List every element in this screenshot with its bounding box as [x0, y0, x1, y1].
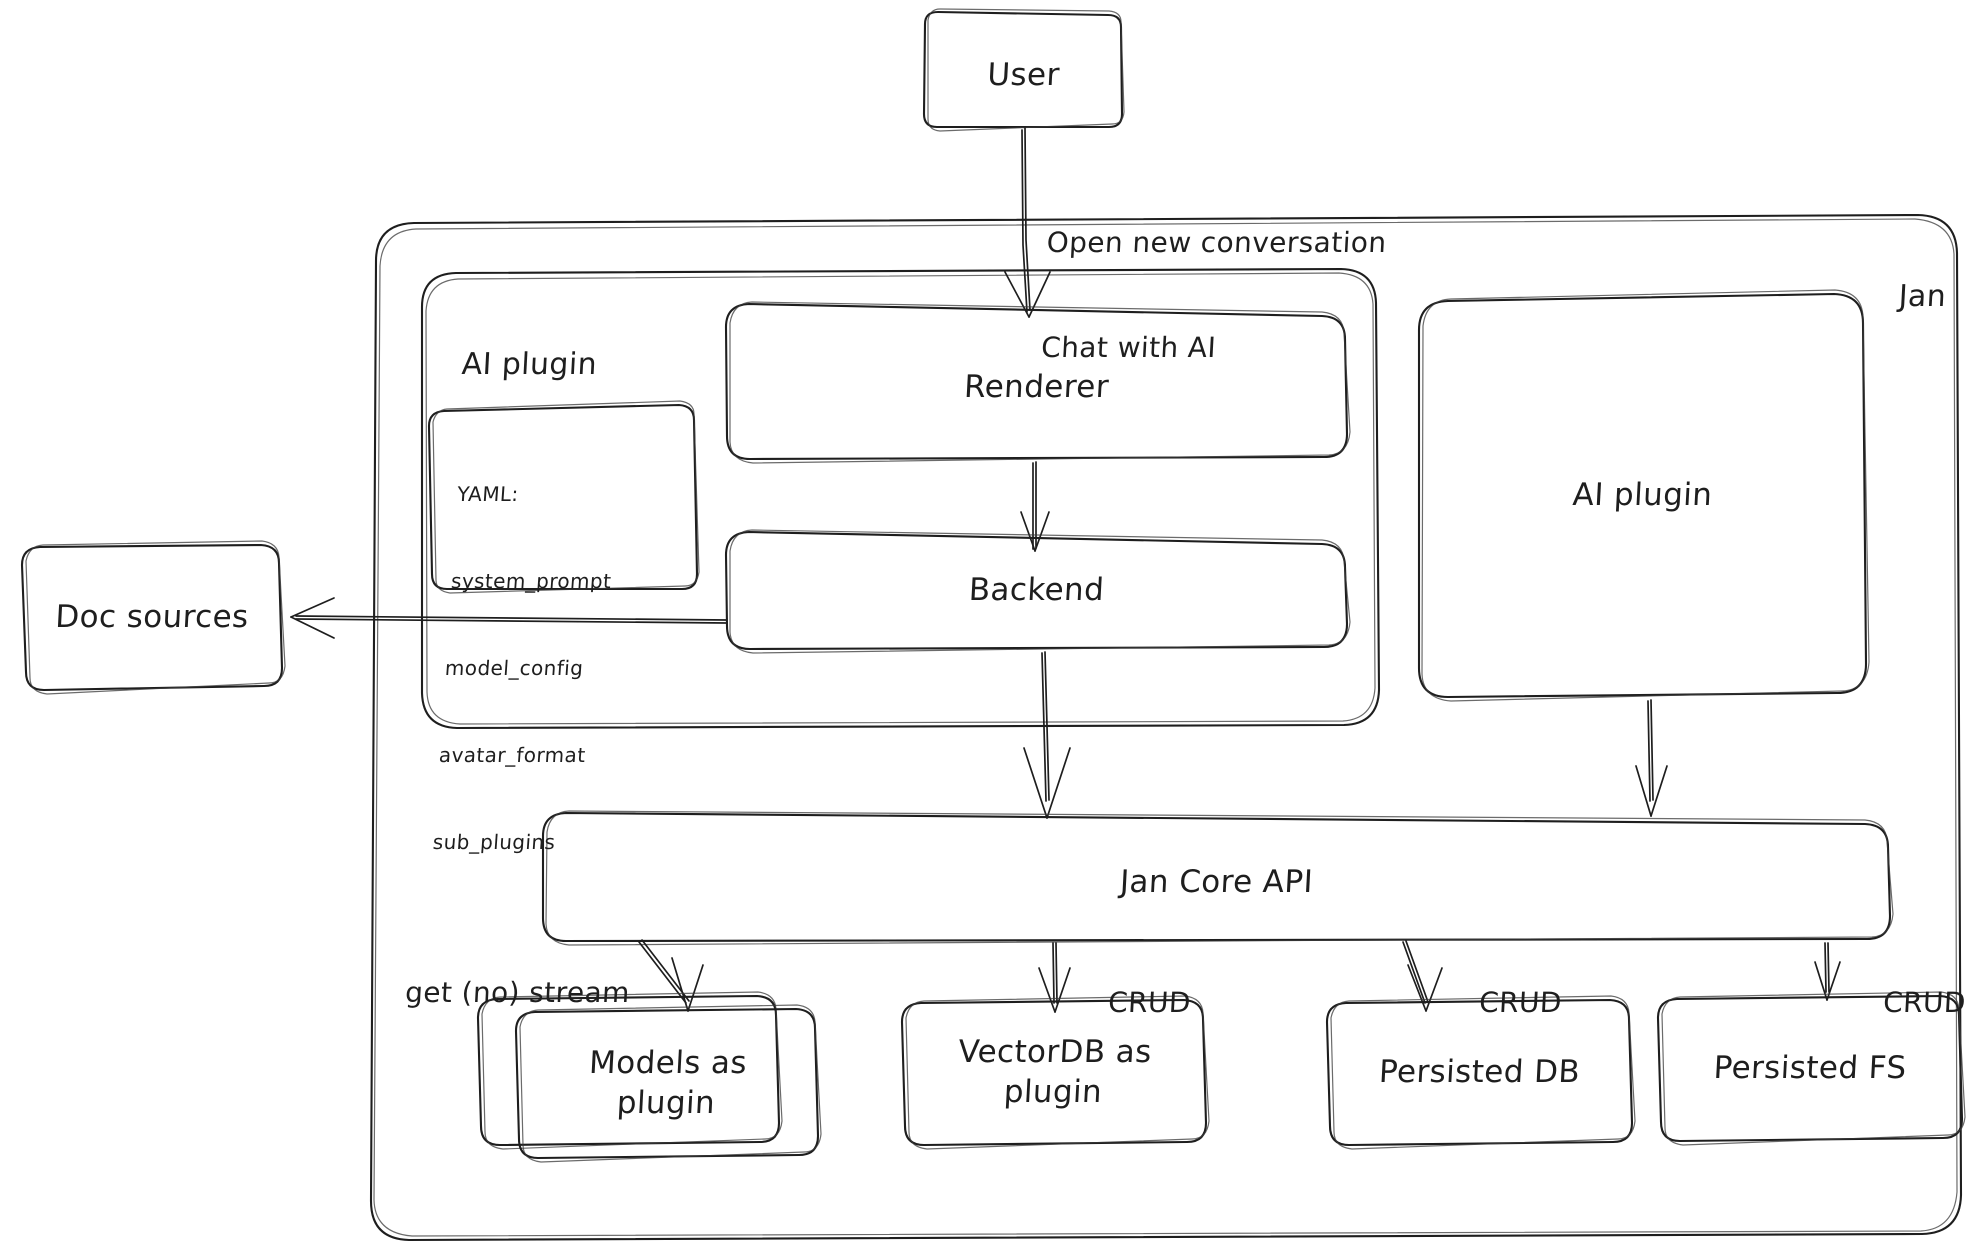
arrow-ai-plugin-to-core-api: [1635, 699, 1668, 817]
ai-plugin-group-shape: [420, 267, 1381, 730]
yaml-note-line-2: model_config: [444, 656, 585, 680]
models-plugin-front-shape: [514, 1004, 822, 1163]
models-plugin-label-line1: Models as: [588, 1045, 748, 1082]
vectordb-plugin-box-shape: [900, 995, 1210, 1150]
arrow-user-to-renderer: [1004, 127, 1051, 318]
ai-plugin-right-box-shape: [1417, 289, 1870, 702]
backend-box-shape: [724, 529, 1351, 654]
arrow-backend-to-doc-sources: [290, 597, 727, 639]
edge-label-core-to-persisted-fs-text: CRUD: [1882, 986, 1967, 1019]
jan-label-text: Jan: [1897, 278, 1948, 314]
ai-plugin-group-label: AI plugin: [419, 308, 600, 421]
persisted-fs-box-shape: [1656, 991, 1966, 1146]
backend-label-text: Backend: [967, 572, 1106, 609]
edge-label-core-to-persisted-db-text: CRUD: [1478, 986, 1563, 1019]
jan-container-shape: [369, 213, 1963, 1242]
persisted-db-box-shape: [1325, 995, 1636, 1150]
vectordb-plugin-label-line2: plugin: [1002, 1073, 1104, 1110]
user-label-text: User: [986, 57, 1061, 94]
backend-box-label: Backend: [723, 532, 1350, 649]
jan-core-api-box-shape: [541, 810, 1894, 946]
edge-label-user-to-renderer-line1: Open new conversation: [1045, 226, 1388, 259]
arrow-core-to-persisted-fs: [1814, 942, 1841, 1001]
arrow-backend-to-core-api: [1023, 651, 1071, 819]
edge-label-user-to-renderer: Open new conversation Chat with AI: [1037, 155, 1392, 435]
arrow-core-to-models: [638, 939, 704, 1012]
yaml-note-line-1: system_prompt: [450, 569, 613, 593]
edge-label-core-to-models-text: get (no) stream: [404, 976, 631, 1009]
edge-label-core-to-persisted-db: CRUD: [1439, 950, 1564, 1055]
edge-label-user-to-renderer-line2: Chat with AI: [1040, 331, 1217, 364]
ai-plugin-group-label-text: AI plugin: [460, 346, 598, 382]
doc-sources-box-label: Doc sources: [18, 545, 286, 690]
edge-label-core-to-models: get (no) stream: [365, 940, 632, 1045]
renderer-box-shape: [724, 301, 1351, 464]
models-plugin-back-shape: [476, 991, 783, 1150]
persisted-db-label-text: Persisted DB: [1378, 1054, 1581, 1091]
ai-plugin-right-label-text: AI plugin: [1571, 477, 1714, 514]
arrow-core-to-persisted-db: [1402, 940, 1443, 1012]
edge-label-core-to-vectordb: CRUD: [1068, 950, 1193, 1055]
ai-plugin-right-box-label: AI plugin: [1408, 294, 1876, 697]
user-box-label: User: [922, 24, 1124, 127]
doc-sources-box-shape: [20, 540, 286, 695]
arrow-core-to-vectordb: [1038, 942, 1071, 1013]
yaml-note-line-0: YAML:: [456, 482, 520, 506]
doc-sources-label-text: Doc sources: [54, 599, 250, 636]
jan-core-api-label-text: Jan Core API: [1119, 864, 1315, 901]
jan-core-api-box-label: Jan Core API: [540, 824, 1893, 941]
models-plugin-label-line2: plugin: [615, 1084, 717, 1121]
yaml-note-line-3: avatar_format: [438, 743, 587, 767]
edge-label-core-to-vectordb-text: CRUD: [1107, 986, 1192, 1019]
edge-label-core-to-persisted-fs: CRUD: [1843, 950, 1968, 1055]
user-box-shape: [922, 8, 1125, 132]
yaml-note-shape: [427, 400, 700, 594]
